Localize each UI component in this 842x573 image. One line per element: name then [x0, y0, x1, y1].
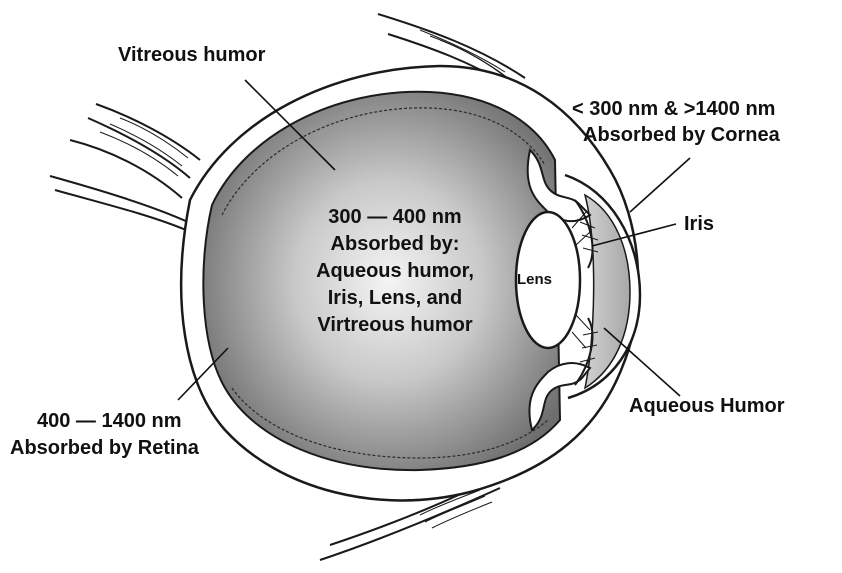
- label-center-absorbed: Absorbed by:: [300, 232, 490, 257]
- label-center-aqueous: Aqueous humor,: [290, 259, 500, 284]
- optic-nerve-sheath-upper: [70, 104, 200, 198]
- label-cornea-absorbed: Absorbed by Cornea: [583, 123, 780, 148]
- label-iris: Iris: [684, 212, 714, 237]
- label-aqueous-humor: Aqueous Humor: [629, 394, 785, 419]
- label-vitreous-humor: Vitreous humor: [118, 43, 265, 68]
- label-retina-absorbed: Absorbed by Retina: [10, 436, 199, 461]
- label-retina-range: 400 — 1400 nm: [37, 409, 182, 434]
- label-lens: Lens: [517, 271, 552, 289]
- leader-cornea: [630, 158, 690, 212]
- label-center-iris-lens: Iris, Lens, and: [290, 286, 500, 311]
- label-cornea-range: < 300 nm & >1400 nm: [572, 97, 775, 122]
- optic-nerve-sheath-lower: [50, 176, 188, 230]
- label-center-virtreous: Virtreous humor: [285, 313, 505, 338]
- label-center-range: 300 — 400 nm: [300, 205, 490, 230]
